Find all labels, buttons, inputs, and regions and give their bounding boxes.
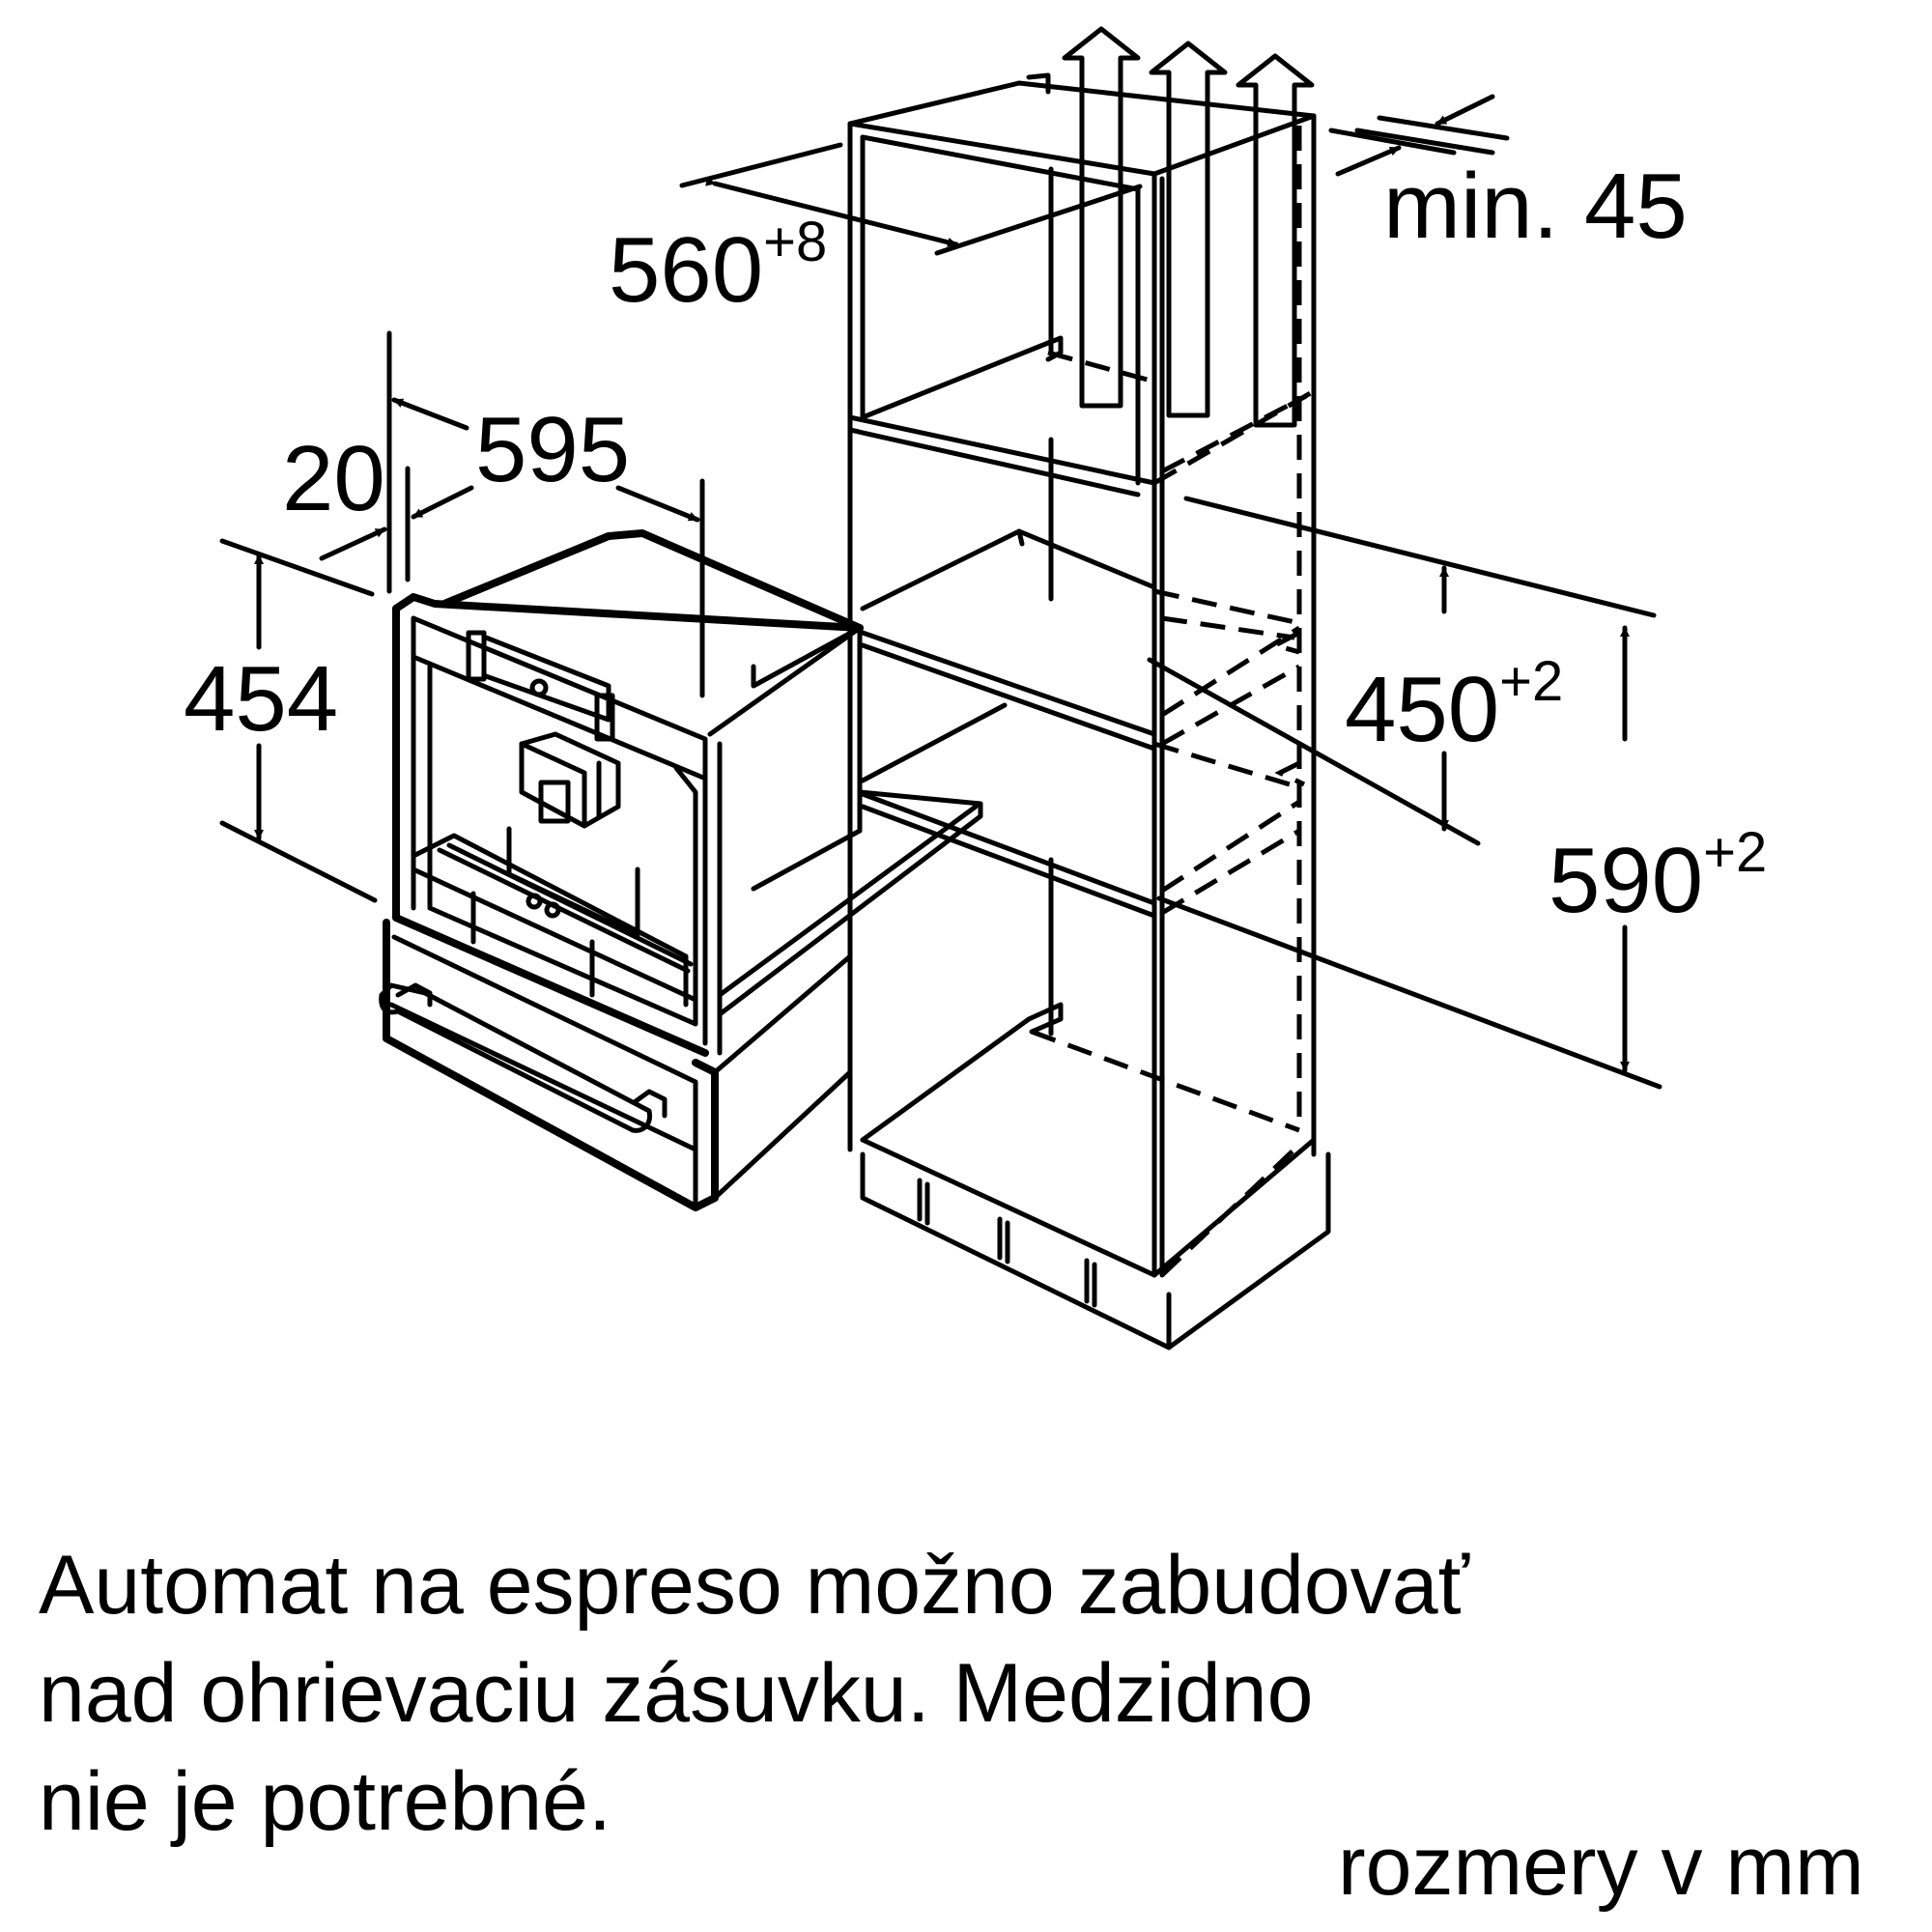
note-line-2: nad ohrievaciu zásuvku. Medzidno xyxy=(39,1647,1314,1740)
dim-590-value: 590+2 xyxy=(1548,821,1767,932)
dimension-450-590: 450+2 590+2 xyxy=(1147,496,1767,1090)
note-line-3: nie je potrebné. xyxy=(39,1755,611,1848)
units-label: rozmery v mm xyxy=(1338,1820,1864,1913)
note-line-1: Automat na espreso možno zabudovať xyxy=(39,1539,1469,1632)
dimension-560: 560+8 xyxy=(609,142,1143,322)
dim-595-value: 595 xyxy=(475,398,630,501)
dim-450-value: 450+2 xyxy=(1345,650,1563,761)
ventilation-arrows-icon xyxy=(1062,26,1315,428)
installation-note: Automat na espreso možno zabudovať nad o… xyxy=(39,1531,1584,1856)
dim-560-value: 560+8 xyxy=(609,211,827,322)
dimension-595-20: 595 20 xyxy=(282,330,705,698)
dim-min45-value: min. 45 xyxy=(1383,155,1688,258)
espresso-machine xyxy=(392,529,864,1057)
dimension-454: 454 xyxy=(184,538,378,903)
dim-20-value: 20 xyxy=(282,427,385,530)
warming-drawer xyxy=(379,789,983,1211)
dimension-min45: min. 45 xyxy=(1328,94,1688,258)
dim-454-value: 454 xyxy=(184,647,338,751)
